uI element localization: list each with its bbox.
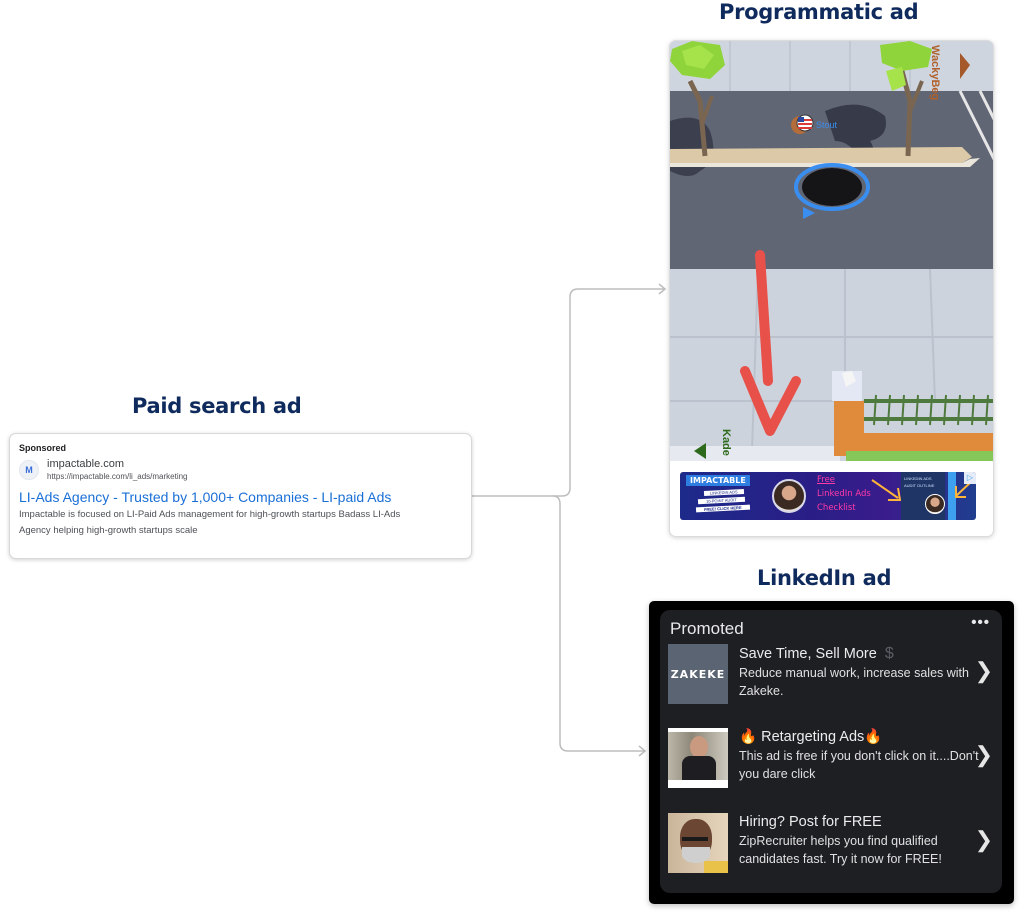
game-scene-illustration: Stout WackyBeg Kade	[670, 41, 993, 461]
arrowhead-programmatic	[658, 283, 667, 295]
zakeke-logo-text: ZAKEKE	[670, 667, 726, 681]
ad-item-title-text: Save Time, Sell More	[739, 646, 877, 662]
paid-search-ad-card[interactable]: Sponsored M impactable.com https://impac…	[9, 433, 472, 559]
ziprecruiter-thumbnail	[668, 813, 728, 873]
banner-headline-1: Free	[817, 475, 836, 485]
arrowhead-linkedin	[638, 745, 647, 757]
retargeting-thumbnail	[668, 728, 728, 788]
linkedin-ad-heading: LinkedIn ad	[757, 566, 892, 590]
linkedin-ad-panel: Promoted ••• ZAKEKE Save Time, Sell More…	[660, 610, 1002, 893]
banner-tagline-1: LINKEDIN ADS	[703, 488, 744, 497]
banner-tagline-2: 10-POINT AUDIT	[697, 496, 745, 505]
ad-description: Impactable is focused on LI-Paid Ads man…	[19, 507, 462, 539]
more-options-icon[interactable]: •••	[971, 614, 990, 631]
fire-icon: 🔥	[739, 729, 758, 745]
ad-description-line-2: Agency helping high-growth startups scal…	[19, 525, 198, 536]
banner-person-photo	[772, 479, 806, 513]
ad-item-title: Hiring? Post for FREE	[739, 814, 882, 830]
paid-search-ad-heading: Paid search ad	[132, 394, 302, 418]
neon-arrow-icon	[871, 479, 902, 501]
programmatic-ad-card: Stout WackyBeg Kade	[669, 40, 994, 537]
banner-side-panel: LINKEDIN ADS AUDIT OUTLINE	[901, 472, 945, 520]
banner-side-title-2: AUDIT OUTLINE	[904, 483, 935, 488]
dollar-icon: $	[884, 645, 894, 662]
ad-item-description: Reduce manual work, increase sales with …	[739, 666, 969, 698]
game-screen[interactable]: Stout WackyBeg Kade	[670, 41, 993, 461]
ad-choices-icon[interactable]: ▷	[964, 472, 976, 484]
fire-icon: 🔥	[864, 729, 883, 745]
linkedin-ad-item-zakeke[interactable]: ZAKEKE Save Time, Sell More $ Reduce man…	[668, 644, 998, 704]
impactable-favicon-icon: M	[19, 460, 39, 480]
sponsored-label: Sponsored	[19, 443, 67, 453]
chevron-right-icon[interactable]: ❯	[974, 742, 993, 767]
opponent-name-label: WackyBeg	[929, 45, 941, 100]
banner-headline: Free LinkedIn Ads Checklist	[817, 473, 871, 515]
banner-tagline-3: FREE! CLICK HERE	[695, 504, 750, 513]
site-url: https://impactable.com/li_ads/marketing	[47, 472, 188, 481]
banner-side-title-1: LINKEDIN ADS	[904, 476, 932, 481]
site-row[interactable]: M impactable.com https://impactable.com/…	[19, 458, 462, 482]
ad-item-description: This ad is free if you don't click on it…	[739, 749, 979, 781]
ad-item-title-text: Retargeting Ads	[761, 729, 865, 745]
ad-description-line-1: Impactable is focused on LI-Paid Ads man…	[19, 509, 401, 520]
ad-item-title: 🔥 Retargeting Ads🔥	[739, 728, 979, 747]
tree-right	[880, 41, 932, 157]
ad-item-description: ZipRecruiter helps you find qualified ca…	[739, 834, 942, 866]
ad-title-link[interactable]: LI-Ads Agency - Trusted by 1,000+ Compan…	[19, 489, 392, 505]
promoted-label: Promoted	[670, 619, 744, 638]
connector-to-linkedin	[552, 495, 645, 752]
banner-headline-2: LinkedIn Ads	[817, 489, 871, 499]
ad-item-title: Save Time, Sell More $	[739, 644, 979, 664]
banner-side-photo	[925, 494, 945, 514]
connector-to-programmatic	[472, 288, 665, 497]
chevron-right-icon[interactable]: ❯	[974, 658, 993, 683]
tree-left	[670, 41, 725, 157]
player-name-label: Stout	[816, 120, 838, 130]
programmatic-ad-heading: Programmatic ad	[719, 0, 919, 24]
zakeke-logo-thumbnail: ZAKEKE	[668, 644, 728, 704]
linkedin-ad-item-ziprecruiter[interactable]: Hiring? Post for FREE ZipRecruiter helps…	[668, 813, 998, 873]
banner-headline-3: Checklist	[817, 503, 856, 513]
chevron-right-icon[interactable]: ❯	[974, 827, 993, 852]
linkedin-ad-frame: Promoted ••• ZAKEKE Save Time, Sell More…	[649, 601, 1014, 904]
banner-accent-stripe	[948, 472, 956, 520]
impactable-banner-ad[interactable]: IMPACTABLE LINKEDIN ADS 10-POINT AUDIT F…	[680, 472, 976, 520]
site-name: impactable.com	[47, 458, 125, 470]
banner-brand: IMPACTABLE	[686, 475, 750, 486]
street-label: Kade	[720, 429, 732, 456]
linkedin-ad-item-retargeting[interactable]: 🔥 Retargeting Ads🔥 This ad is free if yo…	[668, 728, 998, 788]
